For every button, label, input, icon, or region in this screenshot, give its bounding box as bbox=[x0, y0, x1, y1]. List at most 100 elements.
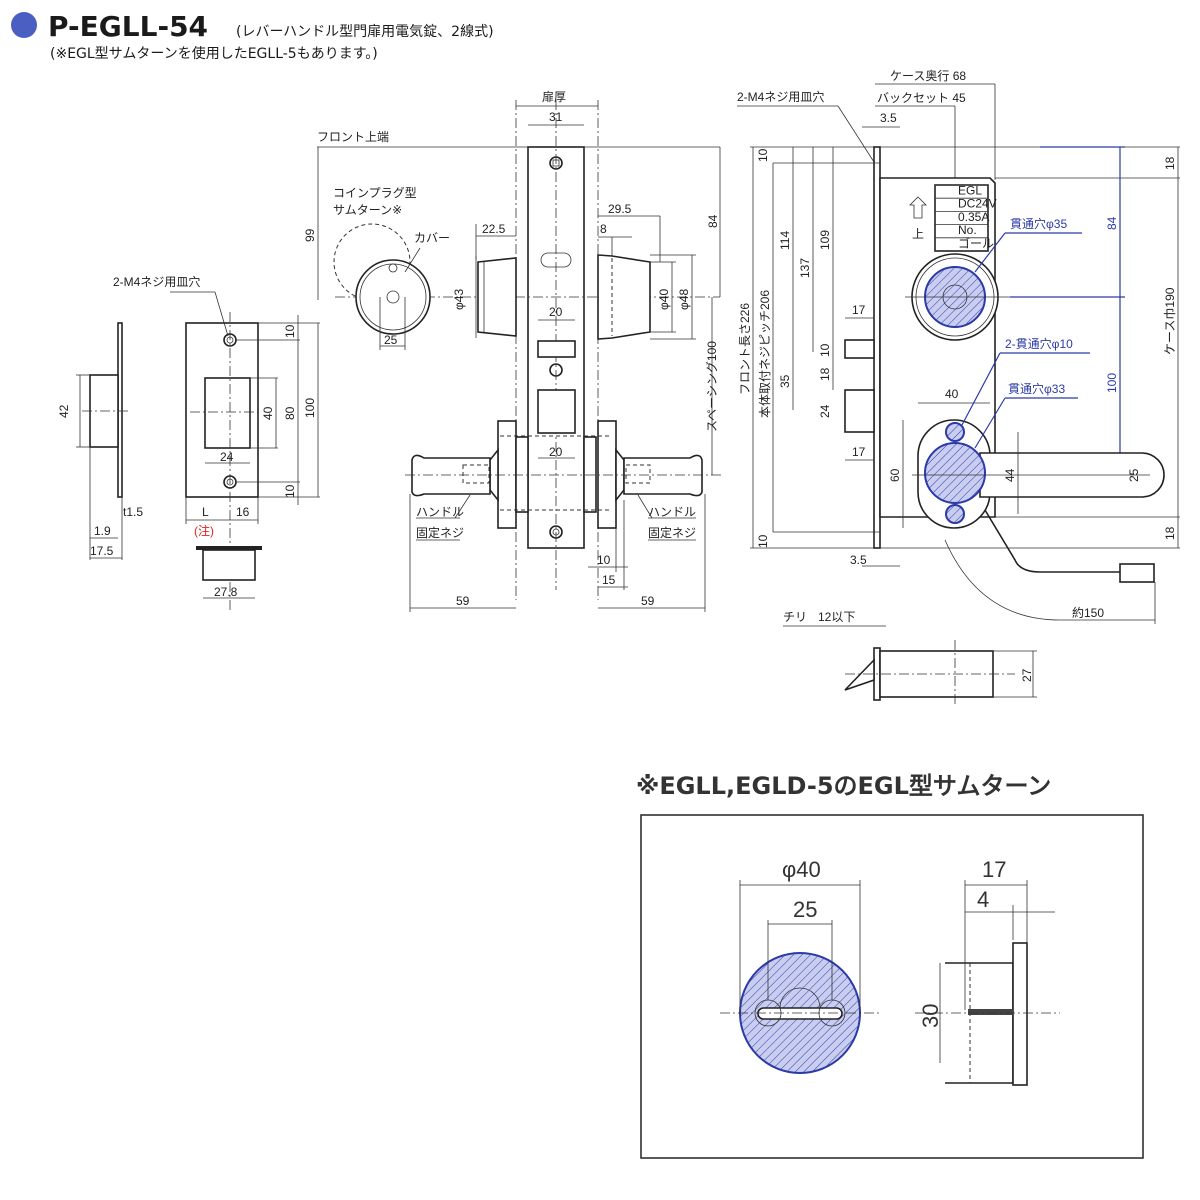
drawing-stroke bbox=[597, 254, 651, 340]
dim-t1.5: t1.5 bbox=[123, 505, 143, 519]
dim-15: 15 bbox=[602, 573, 616, 587]
dim-10-bottom: 10 bbox=[283, 484, 297, 498]
dim-L: L bbox=[202, 505, 209, 519]
dim-18-mid: 18 bbox=[818, 367, 832, 381]
drawing-stroke bbox=[477, 257, 517, 337]
dim-31: 31 bbox=[549, 110, 563, 124]
drawing-stroke bbox=[1012, 942, 1028, 1086]
dim-100: 100 bbox=[303, 398, 317, 418]
drawing-stroke bbox=[355, 259, 431, 335]
label-row-text: DC24V bbox=[958, 197, 997, 211]
dim-42: 42 bbox=[57, 404, 71, 418]
front-view-drawing: フロント上端 99 扉厚 31 84 25 コインプラグ型 サムターン※ カバー… bbox=[303, 90, 722, 612]
drawing-stroke bbox=[844, 658, 875, 691]
drawing-stroke bbox=[945, 504, 965, 524]
drawing-stroke bbox=[837, 105, 875, 163]
drawing-stroke bbox=[961, 352, 1001, 426]
drawing-stroke bbox=[934, 184, 989, 252]
dim-80: 80 bbox=[283, 406, 297, 420]
drawing-stroke bbox=[873, 146, 881, 549]
drawing-stroke bbox=[202, 549, 256, 581]
up-label: 上 bbox=[912, 227, 924, 241]
handle-screw-label-left-1: ハンドル bbox=[416, 505, 464, 519]
cover-label: カバー bbox=[414, 231, 450, 245]
drawing-stroke bbox=[637, 494, 653, 519]
dim-35: 35 bbox=[778, 374, 792, 388]
dim-phi40: φ40 bbox=[657, 289, 671, 310]
drawing-stroke bbox=[214, 291, 229, 337]
model-note: (※EGL型サムターンを使用したEGLL-5もあります。) bbox=[50, 45, 378, 62]
dim-100-blue: 100 bbox=[1105, 373, 1119, 393]
dim-44: 44 bbox=[1003, 468, 1017, 482]
door-thickness-label: 扉厚 bbox=[542, 90, 566, 104]
dim-84: 84 bbox=[706, 214, 720, 228]
dim-3.5-bottom: 3.5 bbox=[850, 553, 867, 567]
drawing-stroke bbox=[185, 322, 259, 498]
drawing-stroke bbox=[944, 539, 1155, 621]
dim-99: 99 bbox=[303, 228, 317, 242]
drawing-stroke bbox=[454, 494, 471, 519]
side-screw-hole-label: 2-M4ネジ用皿穴 bbox=[737, 89, 824, 104]
dim-8: 8 bbox=[600, 222, 607, 236]
hole-phi35-label: 貫通穴φ35 bbox=[1010, 216, 1067, 231]
dim-25-coin: 25 bbox=[384, 333, 398, 347]
handle-screw-label-left-2: 固定ネジ bbox=[416, 525, 464, 540]
drawing-stroke bbox=[404, 247, 421, 273]
drawing-stroke bbox=[537, 389, 576, 434]
chiri-label: チリ bbox=[783, 610, 807, 624]
dim-17.5: 17.5 bbox=[90, 544, 114, 558]
drawing-stroke bbox=[924, 442, 986, 504]
drawing-stroke bbox=[515, 436, 529, 513]
front-top-label: フロント上端 bbox=[317, 130, 389, 144]
thumbturn-label: サムターン※ bbox=[333, 203, 402, 217]
drawing-stroke bbox=[779, 987, 821, 1009]
dim-29.5: 29.5 bbox=[608, 202, 632, 216]
dim-109: 109 bbox=[818, 230, 832, 250]
handle-screw-label-right-1: ハンドル bbox=[648, 505, 696, 519]
dim-17-latch: 17 bbox=[852, 303, 866, 317]
dim-phi48: φ48 bbox=[677, 289, 691, 310]
dim-10-side-bottom: 10 bbox=[756, 534, 770, 548]
hole-phi10-label: 2-貫通穴φ10 bbox=[1005, 336, 1073, 351]
dim-25-lever: 25 bbox=[1127, 468, 1141, 482]
drawing-stroke bbox=[462, 464, 490, 484]
dim-24-side: 24 bbox=[818, 404, 832, 418]
model-description: (レバーハンドル型門扉用電気錠、2線式) bbox=[236, 24, 494, 40]
drawing-stroke bbox=[974, 397, 1006, 449]
note-mark: (注) bbox=[194, 523, 214, 538]
handle-screw-label-right-2: 固定ネジ bbox=[648, 525, 696, 540]
detail-frame bbox=[640, 814, 1144, 1159]
drawing-stroke bbox=[386, 290, 400, 304]
drawing-stroke bbox=[974, 232, 1006, 273]
detail-title: ※EGLL,EGLD-5のEGL型サムターン bbox=[636, 772, 1051, 800]
detail-dim-25: 25 bbox=[793, 897, 817, 922]
dim-137: 137 bbox=[798, 258, 812, 278]
dim-59-right: 59 bbox=[641, 594, 655, 608]
strike-plate-drawing: 42 t1.5 1.9 17.5 2-M4ネジ用皿穴 10 40 80 100 … bbox=[57, 274, 320, 610]
drawing-stroke bbox=[196, 546, 262, 550]
screw-pitch-label: 本体取付ネジピッチ206 bbox=[758, 290, 772, 418]
drawing-stroke bbox=[945, 422, 965, 442]
coin-plug-label: コインプラグ型 bbox=[333, 186, 417, 200]
detail-dim-4: 4 bbox=[977, 887, 989, 912]
drawing-stroke bbox=[968, 1009, 1013, 1015]
label-row-text: No. bbox=[958, 223, 977, 237]
spacing-label: スペーシング100 bbox=[705, 341, 719, 432]
backset-label: バックセット 45 bbox=[877, 91, 966, 105]
drawing-stroke bbox=[411, 454, 491, 497]
dim-59-left: 59 bbox=[456, 594, 470, 608]
front-length-label: フロント長さ226 bbox=[738, 303, 752, 395]
dim-3.5-top: 3.5 bbox=[880, 111, 897, 125]
dim-22.5: 22.5 bbox=[482, 222, 506, 236]
drawing-stroke bbox=[583, 436, 597, 513]
detail-dim-30: 30 bbox=[918, 1004, 943, 1028]
drawing-stroke bbox=[597, 420, 617, 529]
drawing-stroke bbox=[945, 962, 1014, 1084]
drawing-stroke bbox=[497, 420, 517, 529]
thumbturn-detail: ※EGLL,EGLD-5のEGL型サムターン φ40 25 17 4 30 bbox=[636, 772, 1144, 1159]
dim-20-latch: 20 bbox=[549, 305, 563, 319]
dim-40-side: 40 bbox=[945, 387, 959, 401]
drawing-stroke bbox=[844, 339, 875, 359]
